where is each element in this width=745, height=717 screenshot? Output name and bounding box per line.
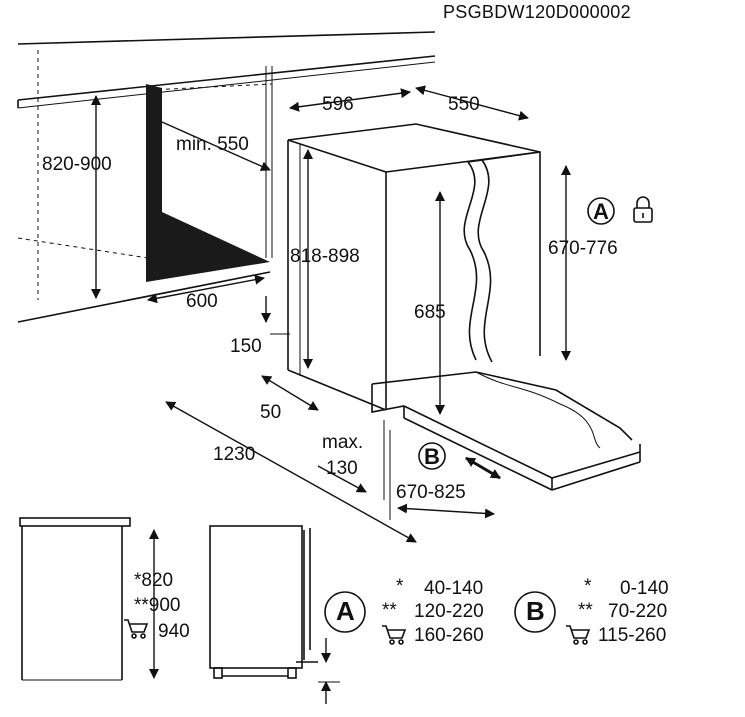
door-top: [467, 151, 541, 163]
table-b-circle: [514, 591, 556, 633]
dim-arrow-max: [317, 465, 367, 493]
marker-b-letter: B: [424, 444, 440, 469]
label-max: max.: [322, 432, 363, 453]
table-a-mark-2: **: [382, 600, 397, 621]
dim-arrow-niche-width: [147, 274, 265, 304]
label-door-swing: 670-825: [396, 482, 466, 503]
adjust-arrow-b: [465, 456, 501, 480]
label-niche-width: 600: [186, 291, 218, 312]
label-plinth-height: 150: [230, 336, 262, 357]
dim-arrow-min-depth: [161, 121, 271, 171]
dim-arrow-door-open: [165, 401, 417, 543]
door-panel: [463, 161, 478, 361]
table-b-value-2: 70-220: [608, 601, 667, 622]
cart-icon: [382, 625, 407, 645]
label-height-1: *820: [134, 570, 173, 591]
cart-icon: [566, 625, 591, 645]
table-a-circle: [324, 591, 366, 633]
table-b-mark-1: *: [584, 576, 592, 597]
table-b-value-1: 0-140: [620, 578, 669, 599]
label-max-value: 130: [326, 458, 358, 479]
dim-arrow-depth: [415, 85, 529, 121]
lock-icon: [633, 196, 653, 223]
label-plinth-depth: 50: [260, 402, 281, 423]
side-view-right: [209, 525, 318, 679]
label-height-2: **900: [134, 595, 181, 616]
label-door-height: 685: [414, 302, 446, 323]
label-depth: 550: [448, 94, 480, 115]
label-niche-height: 820-900: [42, 154, 112, 175]
dim-arrow-width: [289, 88, 411, 112]
model-code: PSGBDW120D000002: [443, 2, 631, 22]
label-door-open: 1230: [213, 444, 255, 465]
table-b-letter: B: [526, 596, 545, 626]
side-view-left: [19, 517, 131, 681]
table-a-value-3: 160-260: [414, 625, 484, 646]
marker-b-circle: [418, 442, 446, 470]
table-a-value-2: 120-220: [414, 601, 484, 622]
table-a-value-1: 40-140: [424, 578, 483, 599]
dim-arrow-door-swing: [397, 503, 495, 519]
label-height-range: 818-898: [290, 246, 360, 267]
label-width: 596: [322, 94, 354, 115]
marker-a-circle: [587, 197, 615, 225]
table-b-value-3: 115-260: [598, 625, 666, 646]
label-adjust-height: 670-776: [548, 238, 618, 259]
open-door: [371, 371, 641, 491]
table-b-mark-2: **: [578, 600, 593, 621]
label-height-3: 940: [158, 621, 190, 642]
marker-a-letter: A: [593, 199, 609, 224]
door-panel-edge: [477, 159, 493, 363]
table-a-letter: A: [336, 596, 355, 626]
niche-outline: [17, 31, 436, 323]
cart-icon: [124, 619, 149, 639]
table-a-mark-1: *: [396, 576, 404, 597]
niche-side-panel: [146, 84, 270, 282]
label-min-depth: min. 550: [176, 134, 249, 155]
dishwasher-body: [287, 123, 541, 411]
